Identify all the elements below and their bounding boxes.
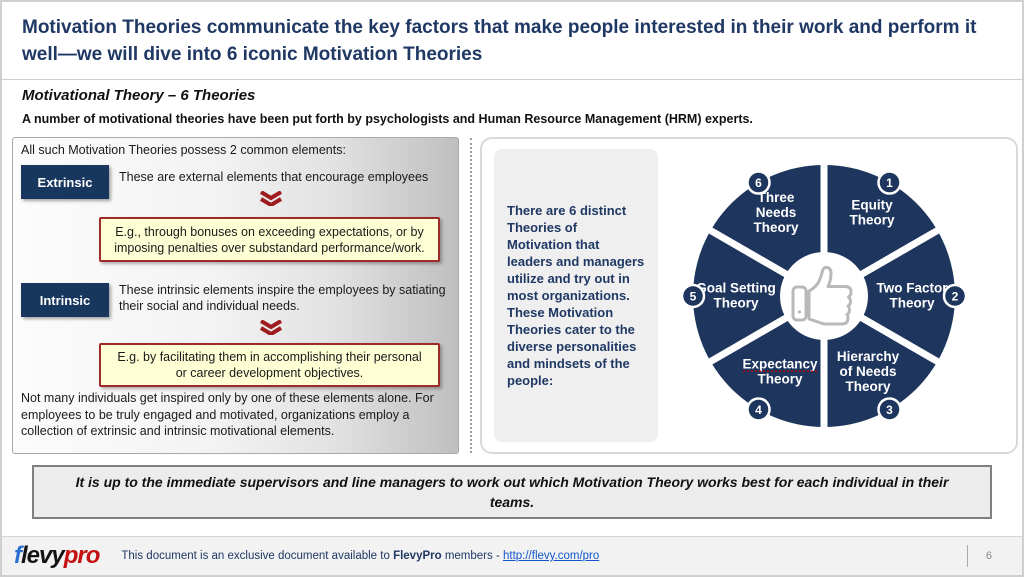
theories-intro: There are 6 distinct Theories of Motivat…: [494, 149, 658, 442]
flevypro-logo: flevypro: [14, 542, 101, 570]
wheel-number-badge: [746, 397, 771, 422]
theories-panel: There are 6 distinct Theories of Motivat…: [480, 137, 1018, 454]
logo-part-pro: pro: [63, 542, 101, 569]
page-number: 6: [985, 550, 992, 562]
intrinsic-example-box: E.g. by facilitating them in accomplishi…: [99, 343, 440, 387]
takeaway-box: It is up to the immediate supervisors an…: [32, 465, 992, 519]
wheel-number-text: 5: [690, 290, 697, 304]
wheel-number-text: 2: [952, 290, 959, 304]
flevy-pro-link[interactable]: http://flevy.com/pro: [502, 550, 600, 562]
intrinsic-description: These intrinsic elements inspire the emp…: [119, 283, 446, 313]
extrinsic-example-box: E.g., through bonuses on exceeding expec…: [99, 217, 440, 262]
title-divider: [2, 79, 1022, 80]
extrinsic-label: Extrinsic: [21, 165, 109, 199]
wheel-number-badge: [877, 397, 902, 422]
lead-sentence: A number of motivational theories have b…: [22, 112, 753, 126]
dotted-divider: [470, 138, 472, 453]
footer-brand: FlevyPro: [393, 550, 442, 562]
wheel-number-badge: [942, 283, 968, 309]
footer-bar: flevypro This document is an exclusive d…: [2, 536, 1022, 575]
theories-intro-text: There are 6 distinct Theories of Motivat…: [507, 203, 645, 388]
wheel-number-text: 3: [886, 403, 893, 417]
panel-conclusion: Not many individuals get inspired only b…: [21, 391, 434, 438]
wheel-number-text: 4: [755, 403, 762, 417]
footer-text-suffix: members -: [441, 550, 503, 562]
common-elements-panel: All such Motivation Theories possess 2 c…: [12, 137, 459, 454]
wheel-number-badge: [680, 283, 706, 309]
wheel-number-text: 6: [755, 176, 762, 190]
chevron-down-icon: [259, 320, 283, 335]
footer-disclaimer: This document is an exclusive document a…: [121, 550, 599, 562]
intrinsic-label: Intrinsic: [21, 283, 109, 317]
slide-subtitle: Motivational Theory – 6 Theories: [22, 87, 256, 104]
thumbs-up-icon: [791, 265, 853, 326]
extrinsic-description: These are external elements that encoura…: [119, 170, 429, 184]
wheel-number-text: 1: [886, 176, 893, 190]
footer-text-prefix: This document is an exclusive document a…: [121, 550, 394, 562]
page-title: Motivation Theories communicate the key …: [22, 17, 977, 65]
wheel-number-badge: [877, 170, 902, 195]
wheel-number-badge: [746, 170, 771, 195]
page-number-area: 6: [966, 545, 992, 567]
chevron-down-icon: [259, 191, 283, 206]
panel-intro: All such Motivation Theories possess 2 c…: [21, 143, 346, 157]
logo-part-f: f: [14, 542, 22, 569]
page-number-separator: [966, 545, 968, 567]
takeaway-text: It is up to the immediate supervisors an…: [75, 474, 949, 510]
logo-part-levy: levy: [21, 542, 65, 569]
